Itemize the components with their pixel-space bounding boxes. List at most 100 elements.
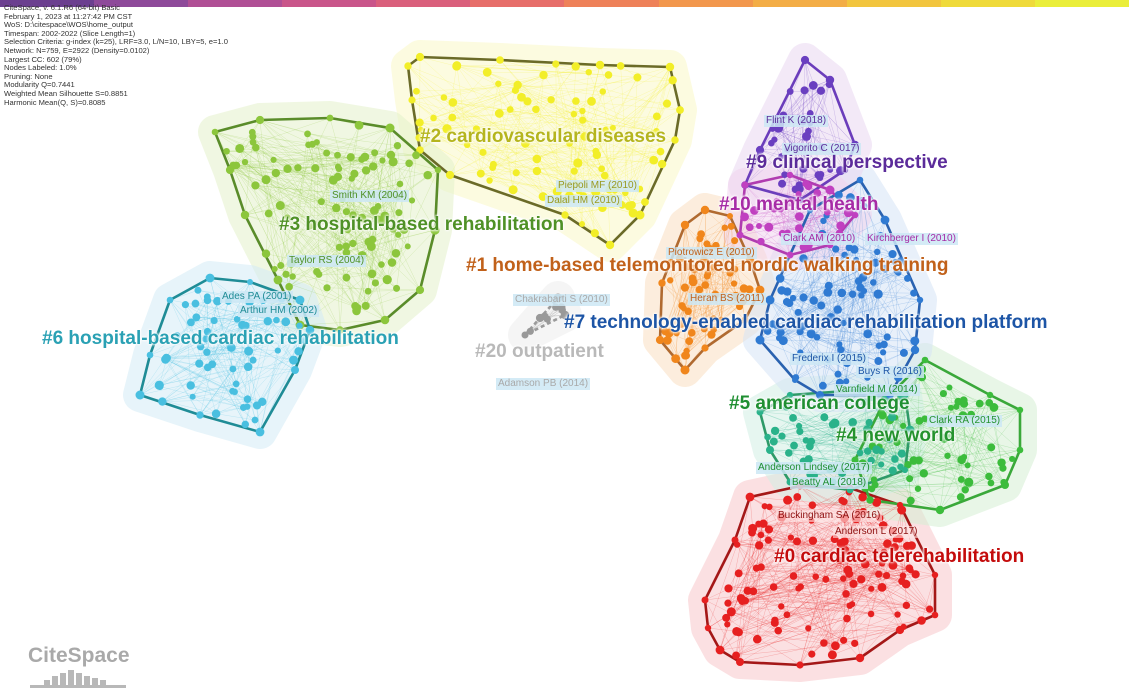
node-label[interactable]: Adamson PB (2014) — [496, 378, 591, 390]
reference-node[interactable] — [826, 313, 836, 322]
reference-node[interactable] — [248, 128, 256, 136]
reference-node[interactable] — [736, 658, 744, 666]
reference-node[interactable] — [755, 145, 765, 155]
reference-node[interactable] — [241, 158, 249, 166]
reference-node[interactable] — [824, 208, 831, 216]
node-label[interactable]: Piepoli MF (2010) — [556, 180, 639, 192]
reference-node[interactable] — [673, 330, 680, 337]
reference-node[interactable] — [757, 237, 765, 246]
node-label[interactable]: Buckingham SA (2016) — [776, 510, 883, 522]
reference-node[interactable] — [349, 239, 357, 248]
reference-node[interactable] — [903, 274, 911, 282]
reference-node[interactable] — [635, 210, 645, 220]
reference-node[interactable] — [701, 596, 709, 604]
reference-node[interactable] — [783, 287, 792, 296]
reference-node[interactable] — [759, 519, 768, 528]
reference-node[interactable] — [192, 313, 201, 322]
reference-node[interactable] — [851, 456, 859, 464]
reference-node[interactable] — [727, 222, 735, 230]
reference-node[interactable] — [777, 205, 784, 213]
reference-node[interactable] — [732, 651, 740, 660]
reference-node[interactable] — [931, 571, 939, 579]
reference-node[interactable] — [795, 585, 802, 592]
reference-node[interactable] — [880, 215, 890, 225]
reference-node[interactable] — [181, 301, 190, 309]
reference-node[interactable] — [657, 159, 667, 169]
reference-node[interactable] — [463, 141, 471, 149]
reference-node[interactable] — [795, 190, 802, 197]
reference-node[interactable] — [146, 351, 154, 359]
reference-node[interactable] — [964, 477, 974, 487]
reference-node[interactable] — [820, 413, 829, 422]
reference-node[interactable] — [405, 159, 413, 168]
node-label[interactable]: Beatty AL (2018) — [790, 477, 869, 489]
reference-node[interactable] — [241, 321, 250, 330]
reference-node[interactable] — [851, 639, 859, 647]
reference-node[interactable] — [371, 149, 379, 157]
reference-node[interactable] — [251, 143, 260, 152]
reference-node[interactable] — [229, 365, 237, 373]
reference-node[interactable] — [866, 496, 874, 504]
reference-node[interactable] — [770, 204, 778, 213]
reference-node[interactable] — [495, 80, 502, 87]
reference-node[interactable] — [831, 641, 840, 651]
node-label[interactable]: Clark AM (2010) — [781, 233, 858, 245]
node-label[interactable]: Taylor RS (2004) — [287, 255, 367, 267]
reference-node[interactable] — [662, 99, 672, 108]
reference-node[interactable] — [840, 636, 848, 644]
reference-node[interactable] — [270, 156, 277, 163]
reference-node[interactable] — [587, 96, 596, 106]
reference-node[interactable] — [225, 165, 235, 175]
reference-node[interactable] — [750, 206, 759, 215]
reference-node[interactable] — [840, 575, 847, 582]
reference-node[interactable] — [156, 383, 164, 391]
cluster-label-0[interactable]: #0 cardiac telerehabilitation — [774, 546, 1025, 567]
cluster-label-3[interactable]: #3 hospital-based rehabilitation — [279, 214, 565, 235]
reference-node[interactable] — [173, 332, 181, 339]
reference-node[interactable] — [364, 287, 372, 295]
reference-node[interactable] — [793, 493, 802, 501]
reference-node[interactable] — [724, 621, 731, 628]
reference-node[interactable] — [769, 437, 778, 446]
node-label[interactable]: Vigorito C (2017) — [782, 143, 862, 155]
reference-node[interactable] — [348, 175, 355, 182]
reference-node[interactable] — [769, 320, 777, 328]
reference-node[interactable] — [875, 570, 883, 578]
reference-node[interactable] — [685, 337, 694, 346]
reference-node[interactable] — [752, 634, 762, 644]
reference-node[interactable] — [313, 267, 321, 276]
reference-node[interactable] — [380, 211, 390, 221]
reference-node[interactable] — [393, 141, 402, 150]
reference-node[interactable] — [261, 175, 271, 185]
reference-node[interactable] — [921, 356, 929, 364]
reference-node[interactable] — [766, 446, 774, 454]
reference-node[interactable] — [794, 224, 804, 233]
reference-node[interactable] — [898, 577, 906, 585]
reference-node[interactable] — [805, 625, 812, 632]
reference-node[interactable] — [494, 109, 504, 118]
reference-node[interactable] — [283, 214, 291, 222]
reference-node[interactable] — [335, 165, 343, 172]
reference-node[interactable] — [817, 553, 826, 562]
reference-node[interactable] — [806, 329, 816, 339]
reference-node[interactable] — [939, 389, 948, 398]
reference-node[interactable] — [335, 243, 343, 251]
reference-node[interactable] — [579, 221, 586, 228]
reference-node[interactable] — [836, 221, 845, 231]
reference-node[interactable] — [740, 212, 749, 222]
reference-node[interactable] — [782, 297, 791, 306]
reference-node[interactable] — [585, 68, 592, 76]
reference-node[interactable] — [878, 461, 885, 468]
reference-node[interactable] — [790, 441, 798, 450]
reference-node[interactable] — [295, 295, 305, 305]
reference-node[interactable] — [868, 585, 875, 592]
reference-node[interactable] — [841, 546, 850, 555]
reference-node[interactable] — [655, 335, 665, 345]
reference-node[interactable] — [378, 261, 385, 268]
reference-node[interactable] — [255, 427, 265, 437]
reference-node[interactable] — [987, 443, 996, 452]
reference-node[interactable] — [843, 614, 851, 623]
reference-node[interactable] — [513, 80, 522, 90]
reference-node[interactable] — [757, 563, 765, 571]
reference-node[interactable] — [688, 277, 698, 287]
